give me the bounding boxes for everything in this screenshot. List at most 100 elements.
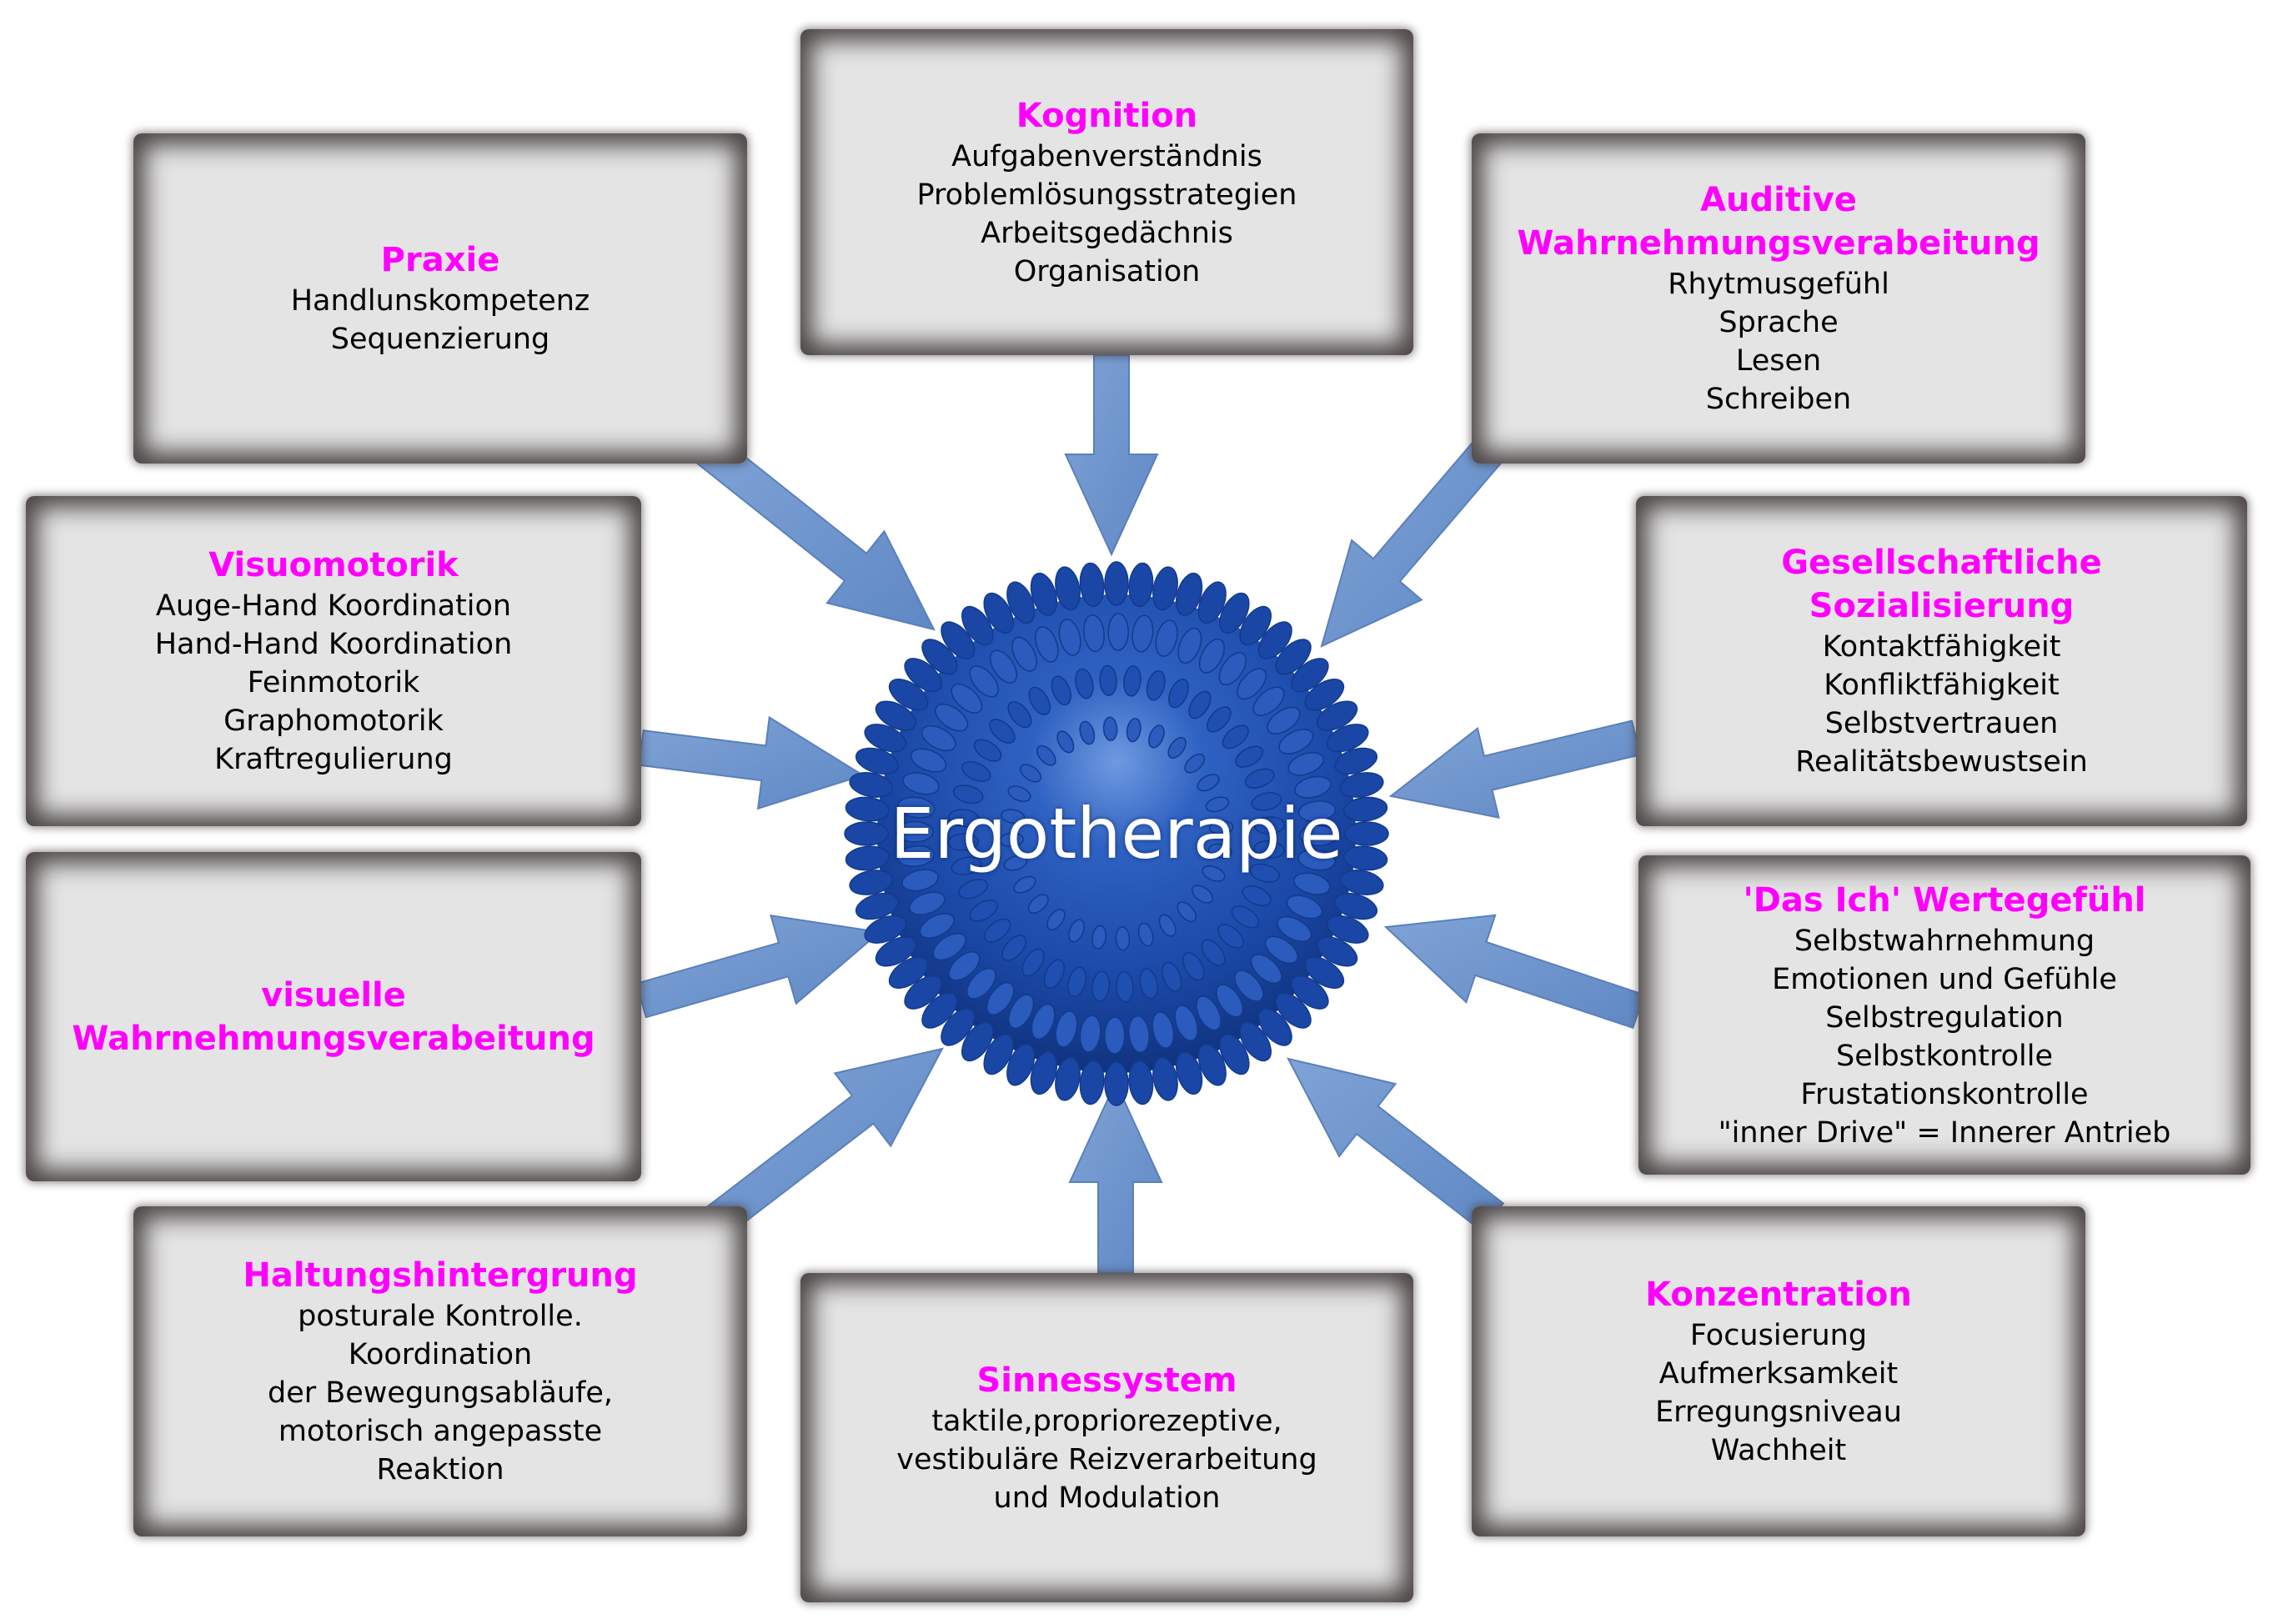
box-item: Focusierung	[1689, 1319, 1868, 1352]
spike	[1008, 994, 1035, 1030]
spike	[1217, 924, 1244, 949]
spike	[1167, 736, 1187, 759]
spike	[961, 761, 991, 782]
spike	[966, 967, 996, 1000]
spike	[1184, 753, 1206, 774]
box-item: Erregungsniveau	[1655, 1396, 1902, 1429]
spike	[844, 821, 889, 846]
spike	[1299, 825, 1337, 846]
spike	[1067, 966, 1087, 998]
spike	[1342, 796, 1388, 822]
spike	[1251, 792, 1282, 811]
spike	[973, 739, 1002, 762]
spike	[909, 891, 946, 916]
spike	[1218, 652, 1247, 686]
spike	[1209, 820, 1234, 835]
box-item: Aufgabenverständnis	[951, 139, 1262, 173]
spike	[1001, 935, 1026, 961]
box-item: Emotionen und Gefühle	[1772, 962, 2117, 996]
spike	[1123, 665, 1142, 697]
spike	[1055, 1056, 1081, 1101]
box-item: Feinmotorik	[247, 666, 420, 699]
spike	[1326, 915, 1369, 944]
spike	[1006, 1043, 1036, 1086]
spike	[1182, 952, 1205, 981]
box-item: der Bewegungsabläufe,	[267, 1376, 613, 1410]
spike	[1079, 720, 1096, 745]
spike	[1104, 561, 1129, 606]
box-title: Gesellschaftliche Sozialisierung	[1781, 544, 2102, 625]
spike	[1013, 875, 1036, 894]
box-item: Rhytmusgefühl	[1668, 268, 1889, 301]
spike	[1234, 970, 1264, 1002]
spike	[1326, 724, 1369, 753]
box-item: posturale Kontrolle.	[298, 1300, 583, 1333]
spike	[1091, 970, 1110, 1002]
spike	[1068, 919, 1085, 943]
spike	[1291, 975, 1329, 1010]
arrow-gesellschaftliche	[1388, 719, 1642, 819]
spike	[1107, 613, 1129, 651]
box-title: Konzentration	[1645, 1276, 1912, 1314]
spike	[1177, 627, 1202, 664]
box-item: motorisch angepasste	[278, 1415, 603, 1448]
spike	[888, 956, 929, 989]
spike	[1079, 562, 1105, 608]
spike	[1275, 639, 1312, 675]
spike	[969, 665, 999, 698]
spike	[1011, 636, 1037, 672]
spike	[845, 845, 891, 871]
spike	[941, 1008, 976, 1046]
spike	[1027, 894, 1049, 915]
arrow-sinnessystem	[1068, 1080, 1163, 1274]
spike	[1237, 668, 1267, 700]
box-gesellschaftliche: Gesellschaftliche Sozialisierung Kontakt…	[1636, 496, 2247, 826]
box-item: Selbstregulation	[1825, 1000, 2064, 1035]
spike	[849, 870, 894, 895]
spiky-ball-image	[877, 594, 1356, 1073]
spike	[1334, 747, 1378, 775]
spike	[1079, 1060, 1105, 1105]
spike	[1197, 774, 1220, 792]
box-title: Haltungshintergrung	[243, 1256, 638, 1295]
spike	[1091, 925, 1107, 950]
arrow-kognition	[1064, 354, 1159, 557]
spike	[1007, 785, 1031, 802]
arrow-konzentration	[1287, 1057, 1505, 1233]
spike	[1339, 772, 1384, 798]
spike	[1316, 700, 1358, 731]
spike	[1257, 1008, 1292, 1046]
spike	[969, 900, 998, 922]
spike	[1277, 915, 1312, 942]
spike	[1297, 849, 1336, 871]
spike	[1031, 1003, 1056, 1040]
spike	[1174, 1005, 1199, 1041]
spike	[983, 592, 1014, 634]
spike	[935, 703, 969, 732]
box-title: Visuomotorik	[208, 546, 459, 584]
spike	[1196, 995, 1222, 1031]
spike	[864, 915, 907, 944]
spike	[910, 748, 947, 773]
spike	[984, 918, 1011, 943]
box-item: Problemlösungsstrategien	[916, 178, 1297, 212]
spike	[1116, 970, 1134, 1003]
box-item: Sprache	[1719, 306, 1839, 339]
box-title: Auditive Wahrnehmungsverabeitung	[1517, 181, 2040, 263]
spike	[1249, 863, 1281, 883]
spike	[1286, 895, 1323, 920]
spike	[1293, 872, 1331, 895]
spike	[1099, 664, 1117, 697]
spike	[1104, 1016, 1126, 1055]
spike	[1287, 751, 1324, 776]
spike	[864, 724, 907, 753]
spike	[1152, 1011, 1175, 1049]
spike	[1104, 1061, 1129, 1106]
box-item: Koordination	[348, 1338, 533, 1371]
spike	[1003, 855, 1028, 871]
box-item: Frustationskontrolle	[1800, 1077, 2089, 1111]
spike	[919, 913, 955, 939]
spike	[896, 821, 934, 843]
